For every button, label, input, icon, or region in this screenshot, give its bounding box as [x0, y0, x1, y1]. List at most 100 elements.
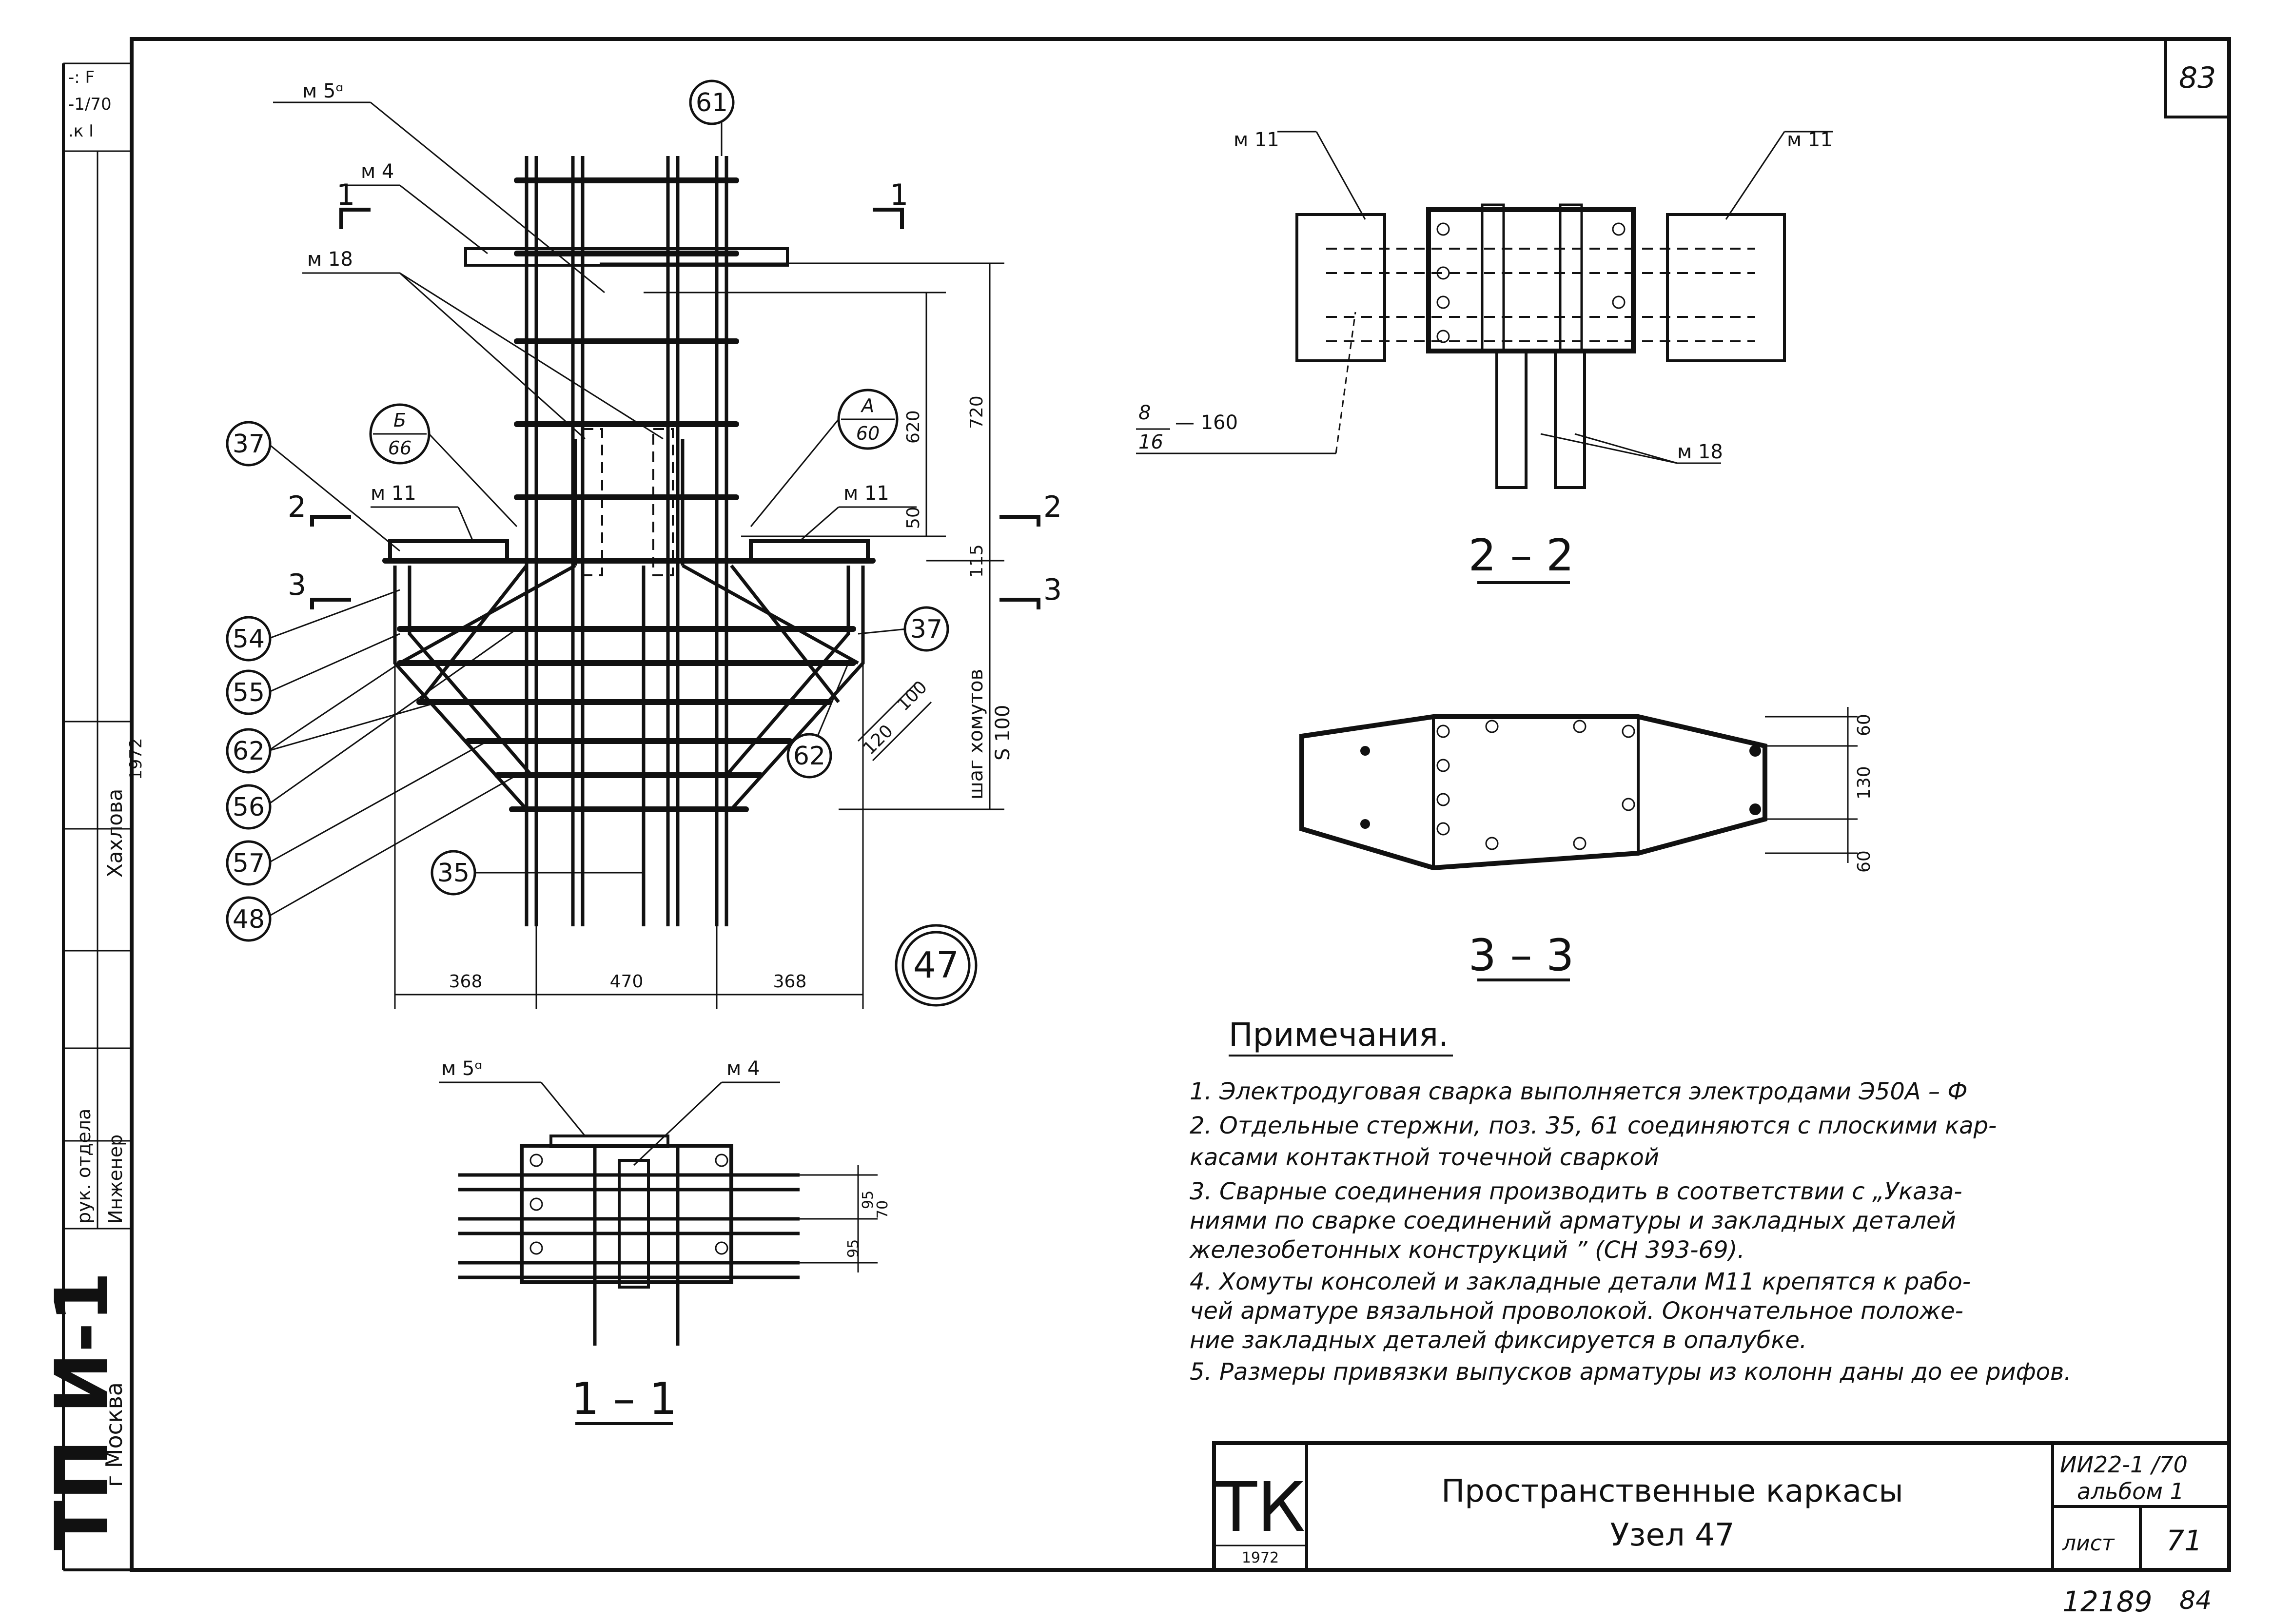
signature-1: рук. отдела: [73, 1109, 95, 1224]
main-leaders: [273, 101, 917, 542]
sec11-label-m5a: м 5ᵅ: [441, 1057, 483, 1080]
pos-48: 48: [233, 905, 265, 934]
sec11-dim-b: 95: [845, 1239, 862, 1258]
sec33-dim-top: 60: [1854, 714, 1874, 736]
sec22-label-m11-right: м 11: [1787, 129, 1833, 151]
left-code-2: -1/70: [68, 95, 112, 114]
sec22-label-m11-left: м 11: [1234, 129, 1279, 151]
sec33-title: 3 – 3: [1469, 930, 1574, 981]
pitch-value: S 100: [992, 705, 1014, 761]
cut-2-left: 2: [288, 490, 306, 524]
sheet-number: 71: [2166, 1524, 2202, 1557]
cut-1-right: 1: [890, 178, 908, 212]
section-2-2: [1136, 131, 1833, 489]
pos-61: 61: [696, 88, 728, 117]
dim-368-right: 368: [773, 972, 807, 992]
sec22-title: 2 – 2: [1469, 530, 1574, 581]
series-mark: ТП И-1: [40, 1272, 125, 1550]
note-line-2: 2. Отдельные стержни, поз. 35, 61 соедин…: [1190, 1112, 1997, 1139]
pos-62-right: 62: [793, 742, 825, 771]
section-cut-marks: [310, 208, 1040, 609]
dim-100: 100: [893, 677, 931, 715]
dim-120: 120: [859, 721, 897, 759]
sec22-label-m18: м 18: [1677, 441, 1723, 463]
main-dimensions: [394, 262, 1004, 1009]
album-label: альбом 1: [2077, 1478, 2184, 1505]
doc-code: ИИ22-1 /70: [2060, 1451, 2188, 1478]
signature-3: Хахлова: [103, 789, 127, 878]
left-code-1: -: F: [68, 68, 95, 87]
pos-35: 35: [437, 859, 470, 888]
callout-b-bottom: 66: [388, 437, 411, 459]
callout-b-top: Б: [393, 410, 406, 431]
cut-2-right: 2: [1043, 490, 1062, 524]
sec11-title: 1 – 1: [571, 1373, 677, 1425]
cut-3-left: 3: [288, 568, 306, 602]
dim-50: 50: [903, 507, 923, 529]
label-m11-left: м 11: [371, 482, 416, 505]
callout-a-bottom: 60: [856, 423, 880, 444]
note-line-7: 4. Хомуты консолей и закладные детали М1…: [1190, 1268, 1971, 1295]
title-line-2: Узел 47: [1610, 1517, 1734, 1553]
sheet-label: лист: [2062, 1531, 2115, 1556]
stirrups: [397, 177, 856, 812]
node-number: 47: [913, 944, 959, 986]
pos-62-left: 62: [233, 737, 265, 766]
section-1-1: [439, 1081, 878, 1346]
column-bars: [525, 156, 728, 926]
pos-54: 54: [233, 625, 265, 654]
note-line-4: 3. Сварные соединения производить в соот…: [1190, 1178, 1962, 1205]
city-label: г Москва: [101, 1382, 127, 1487]
note-line-10: 5. Размеры привязки выпусков арматуры из…: [1190, 1358, 2072, 1386]
note-line-5: ниями по сварке соединений арматуры и за…: [1190, 1207, 1956, 1234]
pitch-label: шаг хомутов: [965, 669, 987, 800]
note-line-8: чей арматуре вязальной проволокой. Оконч…: [1190, 1297, 1963, 1325]
pos-56: 56: [233, 793, 265, 822]
label-m18: м 18: [307, 248, 353, 271]
plate-m18-right: [652, 428, 674, 576]
signature-4: 1972: [126, 738, 146, 780]
title-line-1: Пространственные каркасы: [1441, 1473, 1903, 1509]
callout-a: [750, 389, 899, 527]
note-line-9: ние закладных деталей фиксируется в опал…: [1190, 1327, 1807, 1354]
callout-a-top: А: [860, 395, 874, 416]
left-strip: -: F -1/70 .к I ТП И-1 г Москва рук. отд…: [40, 68, 146, 1550]
dim-620: 620: [903, 410, 923, 444]
sec11-dim-a: 95: [860, 1191, 877, 1209]
sec22-weld-top: 8: [1138, 402, 1151, 424]
section-3-3: [1299, 707, 1858, 871]
sheet-frame: [62, 37, 2231, 1572]
note-line-3: касами контактной точечной сваркой: [1190, 1144, 1659, 1171]
plate-m18-left: [582, 428, 603, 576]
pos-37-left: 37: [233, 430, 265, 459]
dim-720: 720: [967, 395, 987, 429]
notes-heading: Примечания.: [1229, 1016, 1449, 1054]
left-code-3: .к I: [68, 121, 94, 141]
corner-sheet-number: 83: [2179, 61, 2216, 95]
bottom-number-right: 84: [2179, 1586, 2212, 1615]
logo-tk: ТК: [1215, 1468, 1306, 1547]
title-year: 1972: [1242, 1549, 1279, 1566]
callout-b: [369, 403, 518, 528]
note-line-6: железобетонных конструкций ” (СН 393-69)…: [1189, 1236, 1745, 1264]
sec33-dim-mid: 130: [1854, 766, 1874, 800]
pos-55: 55: [233, 678, 265, 707]
label-m4: м 4: [361, 160, 394, 183]
notes-block: Примечания. 1. Электродуговая сварка вып…: [1189, 1016, 2072, 1386]
plate-m4: [464, 247, 789, 267]
dim-115: 115: [967, 544, 987, 578]
dim-368-left: 368: [449, 972, 483, 992]
sec11-dim-c: 70: [874, 1200, 891, 1219]
label-m11-right: м 11: [843, 482, 889, 505]
bottom-number-left: 12189: [2062, 1585, 2153, 1618]
position-circles: [226, 79, 949, 942]
note-line-1: 1. Электродуговая сварка выполняется эле…: [1190, 1078, 1968, 1105]
title-block: [1212, 1441, 2231, 1572]
cut-1-left: 1: [336, 178, 355, 212]
sec22-weld-pitch: — 160: [1175, 411, 1238, 434]
sec22-weld-bottom: 16: [1138, 431, 1163, 453]
signature-2: Инженер: [105, 1135, 126, 1224]
sec11-label-m4: м 4: [726, 1057, 760, 1080]
dim-470: 470: [610, 972, 644, 992]
